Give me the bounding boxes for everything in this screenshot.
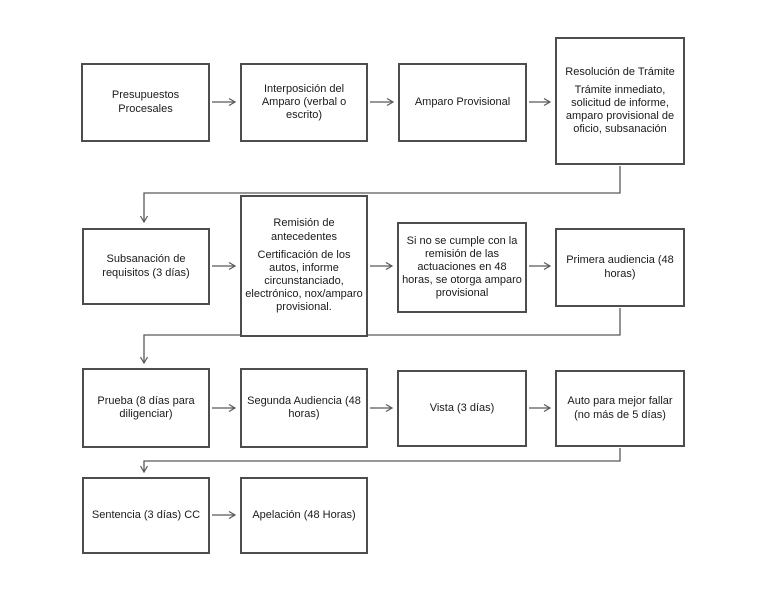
node-title: Vista (3 días) — [429, 401, 495, 414]
connector-auto-to-sentencia — [139, 448, 621, 474]
flow-node-vista: Vista (3 días) — [397, 370, 527, 447]
node-title: Remisión de antecedentes — [270, 217, 338, 243]
node-title: Primera audiencia (48 horas) — [566, 254, 674, 280]
node-title: Amparo Provisional — [414, 95, 511, 108]
node-title: Resolución de Trámite — [565, 65, 675, 78]
node-body: Trámite inmediato, solicitud de informe,… — [565, 83, 675, 136]
flow-node-si-no-se-cumple: Si no se cumple con la remisión de las a… — [397, 222, 527, 313]
flow-node-auto-mejor-fallar: Auto para mejor fallar (no más de 5 días… — [555, 370, 685, 447]
node-title: Si no se cumple con la remisión de las a… — [402, 234, 522, 300]
node-title: Presupuestos Procesales — [111, 89, 180, 115]
connector-resolucion-to-subsanacion — [139, 166, 621, 224]
node-title: Auto para mejor fallar (no más de 5 días… — [567, 395, 673, 421]
node-title: Prueba (8 días para diligenciar) — [97, 394, 195, 420]
flow-node-sentencia: Sentencia (3 días) CC — [82, 477, 210, 554]
node-title: Apelación (48 Horas) — [252, 508, 356, 521]
flow-node-presupuestos-procesales: Presupuestos Procesales — [81, 63, 210, 142]
flow-node-apelacion: Apelación (48 Horas) — [240, 477, 368, 554]
flow-node-interposicion-amparo: Interposición del Amparo (verbal o escri… — [240, 63, 368, 142]
flow-node-segunda-audiencia: Segunda Audiencia (48 horas) — [240, 368, 368, 448]
flow-node-primera-audiencia: Primera audiencia (48 horas) — [555, 228, 685, 307]
flow-node-subsanacion-requisitos: Subsanación de requisitos (3 días) — [82, 228, 210, 305]
node-body: Certificación de los autos, informe circ… — [245, 248, 363, 314]
flow-node-resolucion-tramite: Resolución de Trámite Trámite inmediato,… — [555, 37, 685, 165]
flow-node-prueba: Prueba (8 días para diligenciar) — [82, 368, 210, 448]
flow-node-remision-antecedentes: Remisión de antecedentes Certificación d… — [240, 195, 368, 337]
node-title: Segunda Audiencia (48 horas) — [247, 394, 361, 420]
node-title: Subsanación de requisitos (3 días) — [102, 253, 190, 279]
flow-node-amparo-provisional: Amparo Provisional — [398, 63, 527, 142]
node-title: Sentencia (3 días) CC — [91, 508, 201, 521]
node-title: Interposición del Amparo (verbal o escri… — [261, 82, 347, 122]
connector-primera-to-prueba — [139, 308, 621, 365]
